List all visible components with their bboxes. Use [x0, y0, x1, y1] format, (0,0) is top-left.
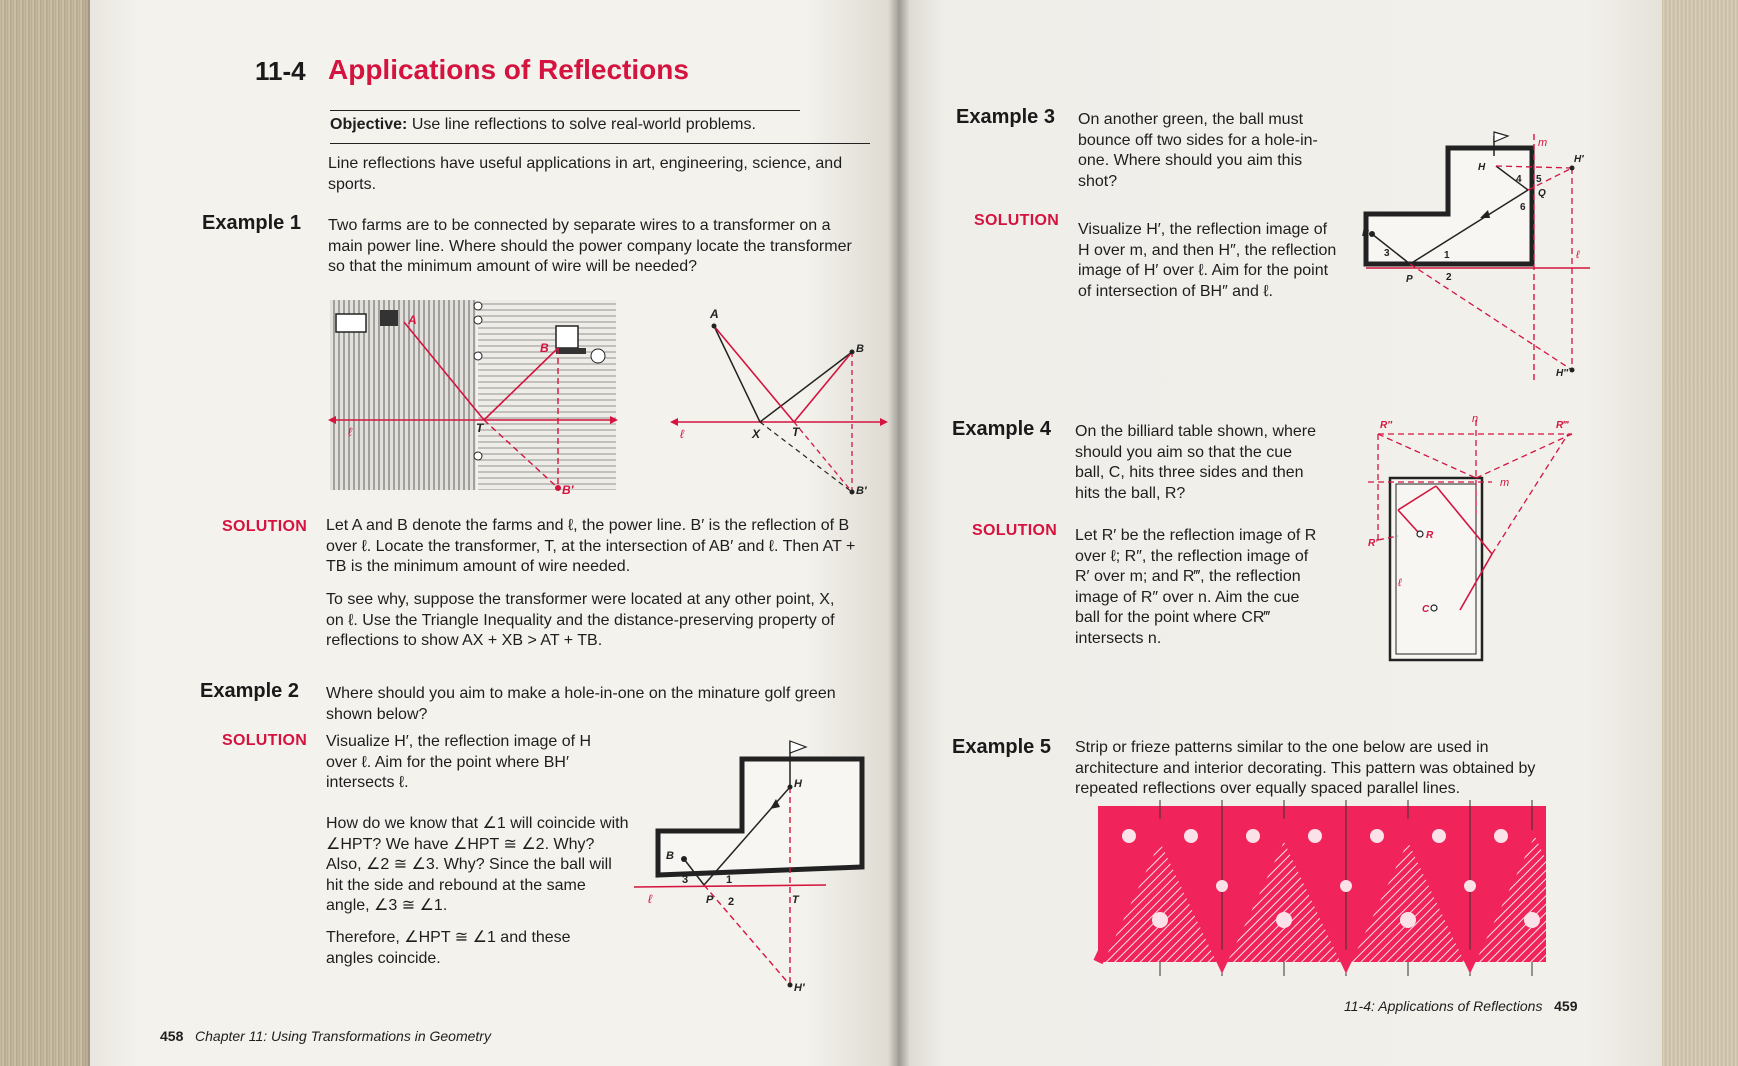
- fig1b-label-l: ℓ: [680, 427, 685, 441]
- example-3-solution: Visualize H′, the reflection image of H …: [1078, 221, 1337, 300]
- fig3-label-Q: Q: [1538, 188, 1546, 199]
- intro-paragraph: Line reflections have useful application…: [328, 155, 843, 193]
- objective-label: Objective:: [330, 116, 408, 133]
- fig4-label-l: ℓ: [1397, 577, 1402, 589]
- example-3-problem: On another green, the ball must bounce o…: [1078, 111, 1318, 190]
- fig1-label-B: B: [540, 341, 549, 355]
- fig3-label-Hdoubleprime: H″: [1556, 368, 1569, 379]
- example-2-solution-label: SOLUTION: [222, 732, 308, 749]
- example-4-billiard-figure: R″ n R‴ m R′ R ℓ C: [1368, 413, 1573, 662]
- section-title: Applications of Reflections: [328, 54, 689, 85]
- fig3-label-l: ℓ: [1575, 249, 1580, 261]
- book-gutter: [888, 0, 910, 1066]
- fig3-label-m: m: [1538, 137, 1547, 149]
- objective-rule-top: [330, 110, 800, 111]
- fig3-angle-4: 4: [1516, 174, 1522, 185]
- fig1b-label-B: B: [856, 343, 864, 355]
- right-footer: 11-4: Applications of Reflections 459: [1344, 998, 1577, 1014]
- fig4-label-Rprime: R′: [1368, 538, 1378, 549]
- fig4-label-R: R: [1426, 530, 1434, 541]
- example-1-farm-figure: A B T B′ ℓ: [328, 300, 618, 497]
- example-1-solution-label: SOLUTION: [222, 518, 308, 535]
- fig2-angle-2: 2: [728, 896, 734, 908]
- fig1b-label-T: T: [792, 425, 801, 439]
- example-2-solution-p3: Therefore, ∠HPT ≅ ∠1 and these angles co…: [326, 929, 571, 967]
- example-1-geometry-figure: A B X T B′ ℓ: [670, 307, 888, 497]
- fig3-label-B: B: [1362, 228, 1369, 239]
- fig2-label-Hprime: H′: [794, 982, 806, 994]
- example-1-label: Example 1: [202, 212, 301, 234]
- fig4-label-m: m: [1500, 477, 1509, 489]
- fig2-label-P: P: [706, 894, 714, 906]
- example-4-label: Example 4: [952, 418, 1051, 440]
- example-2-solution-p2: How do we know that ∠1 will coincide wit…: [326, 815, 629, 914]
- fig1-label-T: T: [476, 421, 485, 435]
- fig2-label-B: B: [666, 850, 674, 862]
- example-3-solution-label: SOLUTION: [974, 212, 1060, 229]
- fig2-label-l: ℓ: [648, 892, 653, 906]
- right-page-number: 459: [1554, 998, 1578, 1014]
- example-2-golf-figure: H H′ B P T ℓ 1 2 3: [633, 740, 865, 994]
- fig1-label-Bprime: B′: [562, 483, 575, 497]
- fig3-angle-1: 1: [1444, 250, 1450, 261]
- fig4-label-Rdoubleprime: R″: [1380, 420, 1393, 431]
- objective: Objective: Use line reflections to solve…: [330, 116, 756, 134]
- example-2-label: Example 2: [200, 680, 299, 702]
- left-chapter-title: Chapter 11: Using Transformations in Geo…: [195, 1028, 491, 1044]
- fig3-angle-5: 5: [1536, 174, 1542, 185]
- example-3-label: Example 3: [956, 106, 1055, 128]
- left-page: [90, 0, 902, 1066]
- page-edges-left: [0, 0, 96, 1066]
- example-5-label: Example 5: [952, 736, 1051, 758]
- example-1-solution-p2: To see why, suppose the transformer were…: [326, 591, 835, 649]
- fig1-label-l: ℓ: [348, 425, 353, 439]
- left-footer: 458 Chapter 11: Using Transformations in…: [160, 1028, 491, 1044]
- example-4-solution: Let R′ be the reflection image of R over…: [1075, 527, 1317, 647]
- fig1b-label-Bprime: B′: [856, 485, 868, 497]
- example-1-problem: Two farms are to be connected by separat…: [328, 217, 852, 275]
- example-3-golf-figure: H H′ H″ B P Q m ℓ 1 2 3 4 5 6: [1362, 131, 1590, 380]
- fig1-label-A: A: [407, 313, 417, 327]
- fig3-angle-6: 6: [1520, 202, 1526, 213]
- fig1b-label-A: A: [709, 307, 719, 321]
- fig3-angle-3: 3: [1384, 248, 1390, 259]
- section-number: 11-4: [255, 56, 306, 86]
- fig3-label-P: P: [1406, 274, 1413, 285]
- frieze-pattern-figure: [1093, 800, 1546, 976]
- left-page-number: 458: [160, 1028, 184, 1044]
- example-4-solution-label: SOLUTION: [972, 522, 1058, 539]
- example-2-solution-p1: Visualize H′, the reflection image of H …: [326, 733, 592, 791]
- fig3-angle-2: 2: [1446, 272, 1452, 283]
- objective-text: Use line reflections to solve real-world…: [411, 116, 756, 133]
- fig3-label-Hprime: H′: [1574, 154, 1584, 165]
- page-edges-right: [1660, 0, 1738, 1066]
- fig4-label-n: n: [1472, 413, 1478, 425]
- fig2-angle-3: 3: [682, 874, 688, 886]
- fig4-label-C: C: [1422, 604, 1430, 615]
- example-2-problem: Where should you aim to make a hole-in-o…: [326, 685, 836, 723]
- example-4-problem: On the billiard table shown, where shoul…: [1075, 423, 1317, 502]
- example-5-problem: Strip or frieze patterns similar to the …: [1075, 739, 1536, 797]
- fig2-label-H: H: [794, 778, 803, 790]
- right-section-title: 11-4: Applications of Reflections: [1344, 998, 1543, 1014]
- fig2-label-T: T: [792, 894, 800, 906]
- objective-rule-bottom: [330, 143, 870, 144]
- fig4-label-Rtripleprime: R‴: [1556, 420, 1569, 431]
- fig3-label-H: H: [1478, 162, 1486, 173]
- example-1-solution-p1: Let A and B denote the farms and ℓ, the …: [326, 517, 856, 575]
- fig2-angle-1: 1: [726, 874, 732, 886]
- fig1b-label-X: X: [751, 427, 761, 441]
